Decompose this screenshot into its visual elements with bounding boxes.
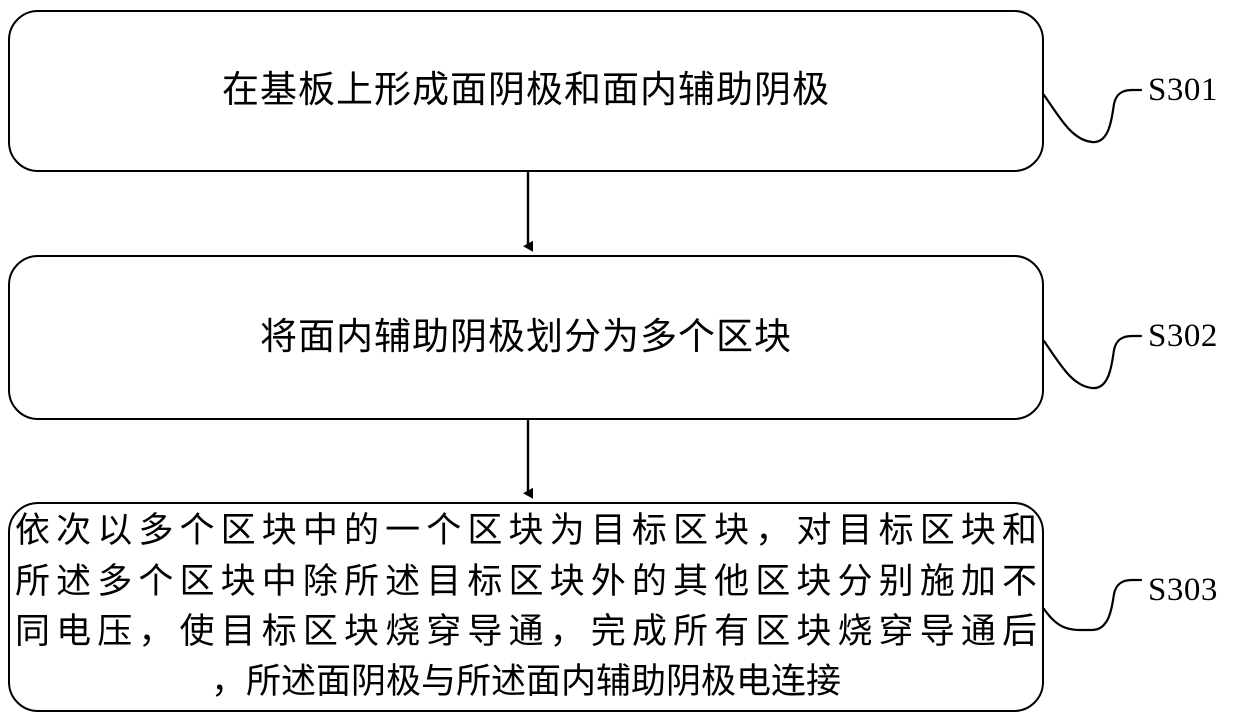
leader-line-s303 [1042, 578, 1143, 632]
step-reference-label-s303: S303 [1148, 572, 1218, 608]
flow-node-s303-label-block: 依次以多个区块中的一个区块为目标区块，对目标区块和 所述多个区块中除所述目标区块… [13, 506, 1039, 708]
flow-node-s301[interactable]: 在基板上形成面阴极和面内辅助阴极 [8, 10, 1044, 172]
step-reference-label-s302: S302 [1148, 318, 1218, 354]
step-reference-label-s301: S301 [1148, 72, 1218, 108]
flow-node-s302-label: 将面内辅助阴极划分为多个区块 [260, 316, 792, 358]
flow-node-s303-label-line-1: 依次以多个区块中的一个区块为目标区块，对目标区块和 [15, 511, 1037, 551]
flow-node-s301-label: 在基板上形成面阴极和面内辅助阴极 [222, 70, 830, 112]
flow-node-s303-label-line-4: ，所述面阴极与所述面内辅助阴极电连接 [210, 662, 841, 702]
flow-node-s303-label-line-3: 同电压，使目标区块烧穿导通，完成所有区块烧穿导通后 [15, 612, 1037, 651]
flow-node-s303-label-line-2: 所述多个区块中除所述目标区块外的其他区块分别施加不 [15, 561, 1037, 601]
flow-node-s303[interactable]: 依次以多个区块中的一个区块为目标区块，对目标区块和 所述多个区块中除所述目标区块… [8, 502, 1044, 712]
leader-line-s301 [1042, 88, 1143, 144]
leader-line-s302 [1042, 334, 1143, 390]
flow-node-s302[interactable]: 将面内辅助阴极划分为多个区块 [8, 255, 1044, 420]
